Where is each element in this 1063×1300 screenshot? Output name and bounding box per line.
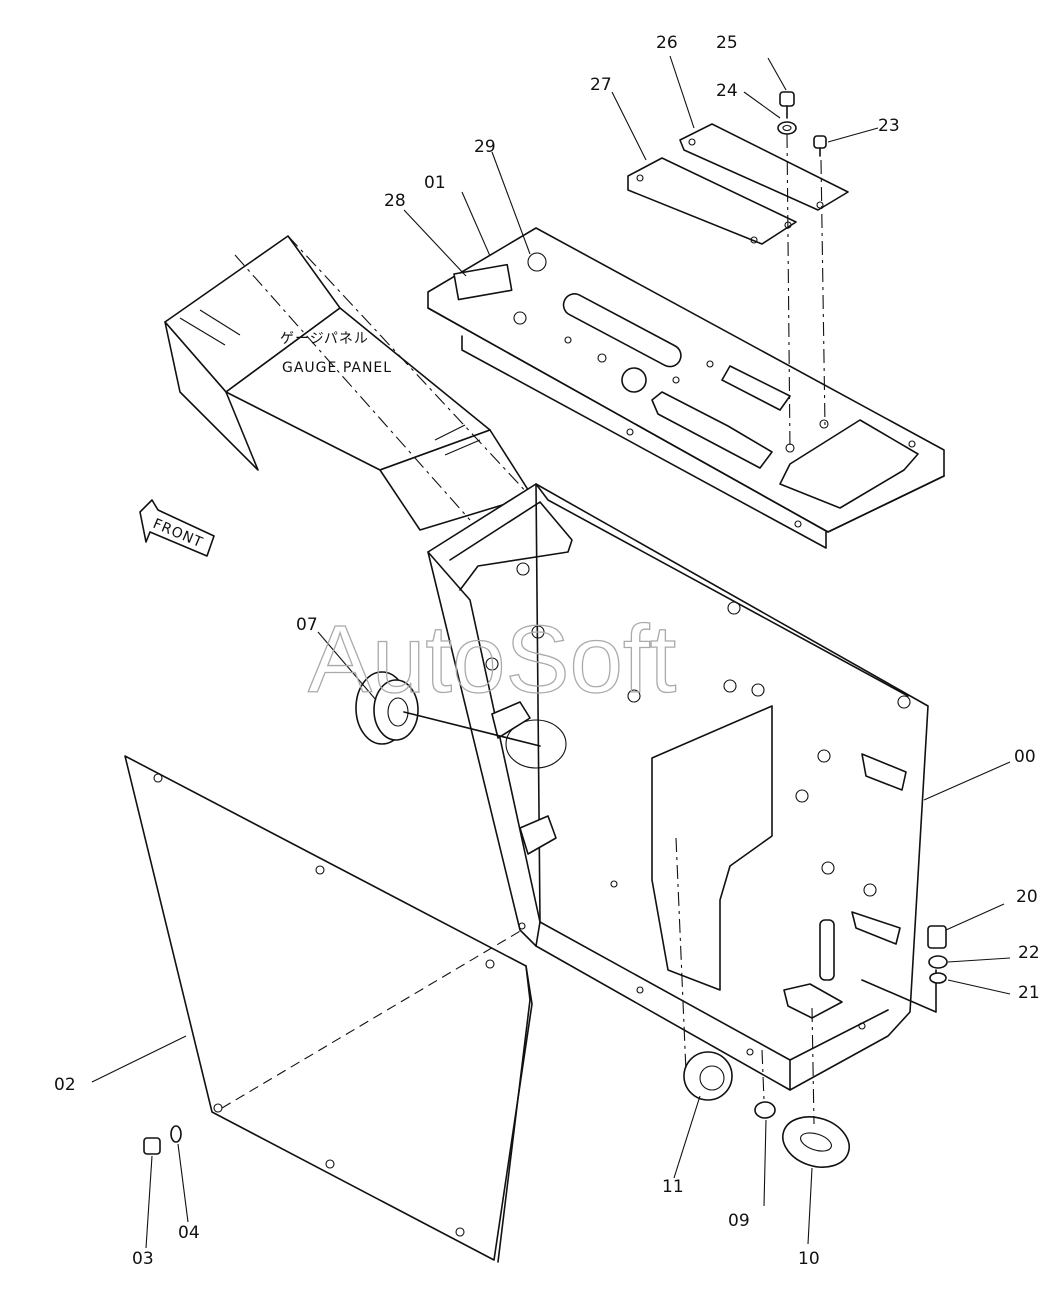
- leader-lines: [91, 55, 1011, 1249]
- label-27: 27: [590, 75, 612, 95]
- grommet-11: [683, 1051, 733, 1101]
- callout-labels: 00 01 02 03 04 07 09 10 11 20 21 22 23 2…: [54, 33, 1040, 1269]
- label-26: 26: [656, 33, 678, 53]
- label-02: 02: [54, 1075, 76, 1095]
- gauge-panel-jp-note: ゲージパネル: [280, 331, 369, 347]
- label-24: 24: [716, 81, 738, 101]
- grommet-10: [782, 1116, 850, 1168]
- label-11: 11: [662, 1177, 684, 1197]
- washer-04: [170, 1125, 182, 1143]
- label-20: 20: [1016, 887, 1038, 907]
- gauge-panel-outline: [164, 235, 533, 531]
- front-arrow: [139, 499, 215, 557]
- label-22: 22: [1018, 943, 1040, 963]
- label-21: 21: [1018, 983, 1040, 1003]
- main-housing: [427, 483, 937, 1091]
- label-09: 09: [728, 1211, 750, 1231]
- screw-03: [143, 1137, 161, 1155]
- washer-24: [777, 121, 797, 135]
- gauge-panel-en-note: GAUGE PANEL: [282, 360, 392, 376]
- label-04: 04: [178, 1223, 200, 1243]
- label-03: 03: [132, 1249, 154, 1269]
- label-01: 01: [424, 173, 446, 193]
- label-10: 10: [798, 1249, 820, 1269]
- screw-25: [779, 91, 795, 119]
- grommet-07: [355, 671, 419, 745]
- label-07: 07: [296, 615, 318, 635]
- label-28: 28: [384, 191, 406, 211]
- washer-21: [929, 972, 947, 984]
- watermark: AutoSoft: [308, 606, 676, 713]
- side-cover-plate: [124, 755, 533, 1263]
- top-cover-plate: [427, 227, 945, 549]
- plug-09: [754, 1101, 776, 1119]
- lock-washer-22: [928, 955, 948, 969]
- label-25: 25: [716, 33, 738, 53]
- label-29: 29: [474, 137, 496, 157]
- small-plate-26: [679, 123, 849, 211]
- label-23: 23: [878, 116, 900, 136]
- bolt-20: [927, 925, 947, 949]
- screw-23: [813, 135, 827, 157]
- label-00: 00: [1014, 747, 1036, 767]
